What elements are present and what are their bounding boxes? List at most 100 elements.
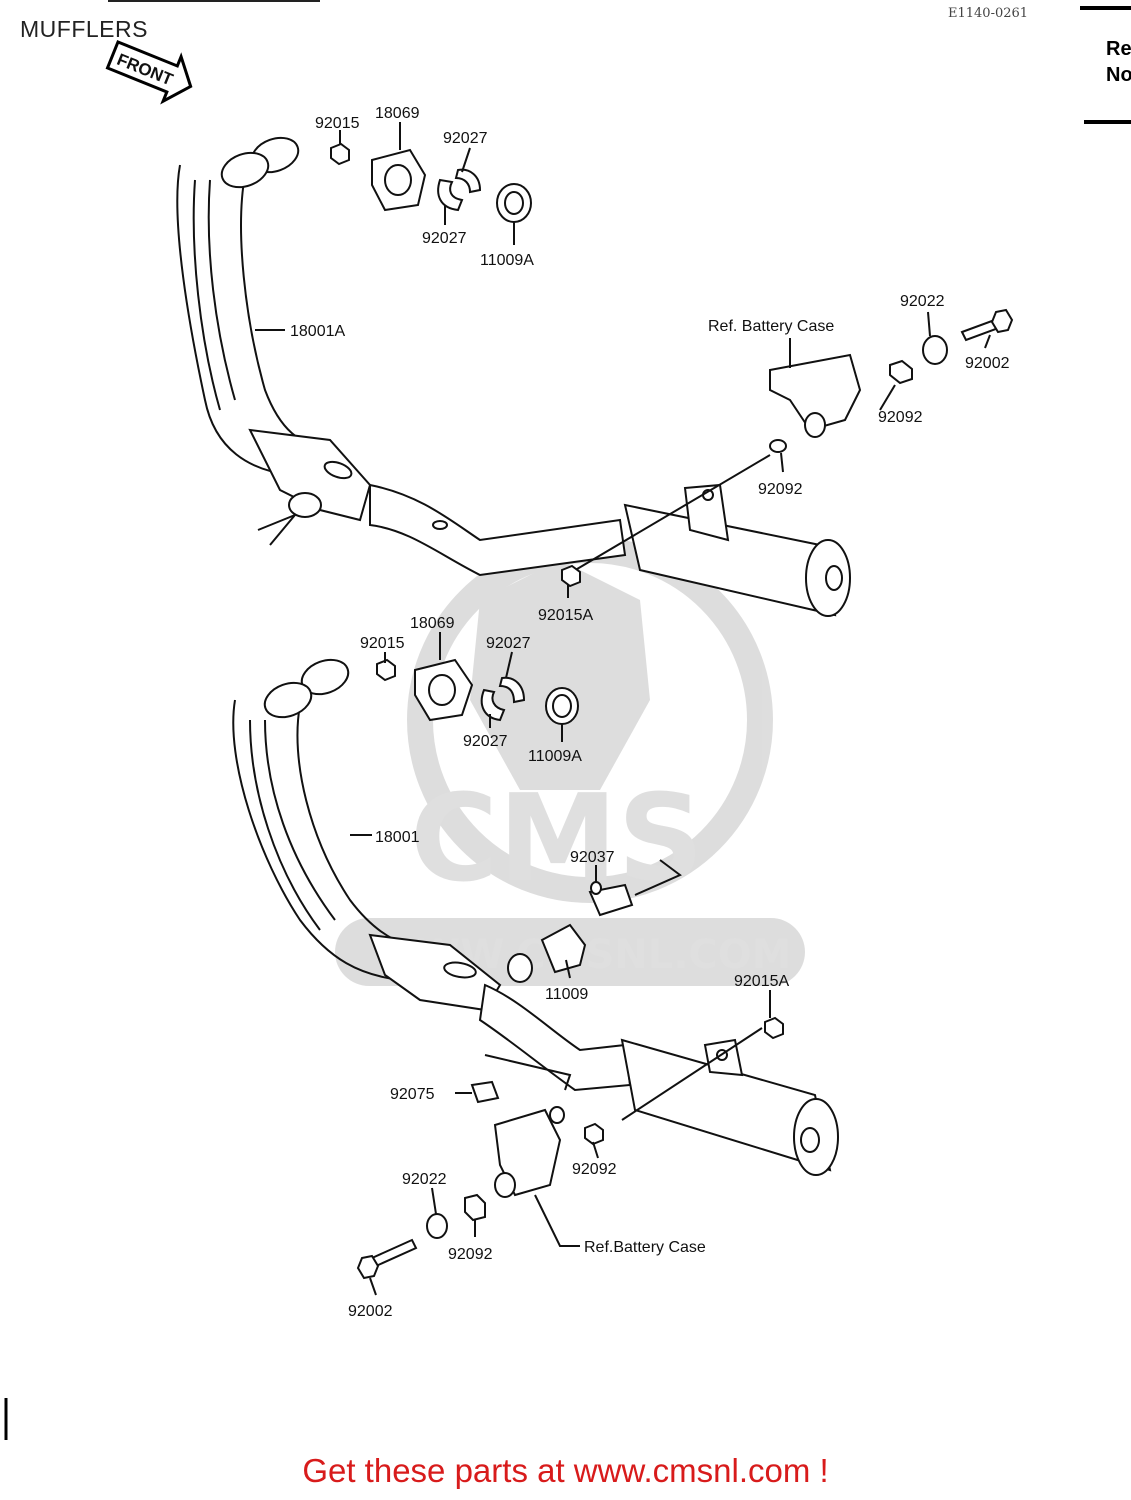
lower-bolt-92002-shank [370, 1238, 418, 1268]
side-note-line-1: Re [1106, 38, 1131, 60]
leader-lower-11009 [565, 959, 571, 979]
lower-washer-92022 [426, 1213, 448, 1239]
lower-bolt-92002-head [356, 1254, 380, 1280]
label-lower-11009: 11009 [545, 986, 588, 1003]
lower-collector-port [507, 953, 533, 983]
upper-split-keeper-2 [454, 168, 482, 194]
lower-collar-92092 [584, 1122, 604, 1146]
leader-lower-92002 [369, 1277, 377, 1296]
label-upper-92022: 92022 [900, 293, 945, 310]
upper-header-pipe-line-a [192, 179, 221, 411]
upper-exhaust-assembly [176, 122, 1014, 617]
label-lower-92015A: 92015A [734, 973, 789, 990]
upper-nut-92015A [561, 564, 581, 588]
label-upper-92015: 92015 [315, 115, 360, 132]
leader-lower-battery [534, 1194, 580, 1247]
watermark-brand: CMS [410, 770, 704, 909]
upper-bolt-92002-head [990, 308, 1014, 334]
label-lower-92027b: 92027 [463, 733, 508, 750]
label-lower-92092b: 92092 [448, 1246, 493, 1263]
lower-bracket-stud [549, 1106, 565, 1124]
lower-nut-92015 [376, 658, 396, 682]
upper-mid-pipe-hole [432, 520, 448, 530]
leader-upper-92092a [879, 384, 896, 411]
upper-washer-92092-lower [769, 439, 787, 453]
leader-upper-92092b [780, 452, 784, 473]
lower-split-keeper-2 [498, 676, 526, 704]
upper-collar-92092 [889, 359, 913, 385]
label-lower-92075: 92075 [390, 1086, 435, 1103]
lower-part-labels: 92015 18069 92027 92027 11009A 18001 920… [348, 615, 789, 1320]
label-lower-92002: 92002 [348, 1303, 393, 1320]
lower-split-keeper-1 [480, 688, 506, 722]
lower-exhaust-assembly [232, 632, 839, 1296]
label-upper-92092a: 92092 [878, 409, 923, 426]
label-lower-battery-case: Ref.Battery Case [584, 1239, 706, 1256]
footer-call-to-action[interactable]: Get these parts at www.cmsnl.com ! [302, 1452, 829, 1489]
upper-collector [248, 428, 372, 522]
leader-upper-stud-line [571, 454, 771, 573]
label-upper-92015A: 92015A [538, 607, 593, 624]
label-upper-18069: 18069 [375, 105, 420, 122]
lower-collector-slot [443, 961, 477, 979]
leader-upper-92027a [461, 147, 471, 173]
upper-part-labels: 92015 18069 92027 92027 11009A 18001A Re… [290, 105, 1010, 624]
lower-bracket-boss [494, 1172, 516, 1198]
lower-header-pipe-line-a [249, 719, 321, 931]
label-lower-92022: 92022 [402, 1171, 447, 1188]
lower-gasket-bore [552, 694, 572, 718]
label-upper-92092b: 92092 [758, 481, 803, 498]
upper-pipe-inlet-2 [220, 151, 270, 189]
upper-nut-92015 [330, 142, 350, 166]
lower-muffler-outlet [800, 1127, 820, 1153]
leader-lower-92092 [592, 1141, 599, 1159]
upper-gasket-bore [504, 191, 524, 215]
label-lower-92015: 92015 [360, 635, 405, 652]
exploded-diagram: CMS WWW.CMSNL.COM FRONT [4, 0, 1131, 1440]
page-title: MUFFLERS [20, 16, 148, 42]
upper-indicator-line [257, 514, 296, 546]
upper-collector-port [288, 492, 322, 518]
front-arrow-icon [105, 40, 193, 105]
lower-header-pipe-outer [232, 699, 431, 986]
lower-collar-92092b [464, 1193, 486, 1222]
leader-lower-92027a [505, 651, 513, 679]
label-upper-battery-case: Ref. Battery Case [708, 318, 834, 335]
label-lower-18001: 18001 [375, 829, 420, 846]
lower-indicator-line [484, 1054, 572, 1091]
upper-muffler-outlet [825, 565, 843, 591]
lower-nut-92015A [764, 1016, 784, 1040]
leader-upper-92002 [984, 334, 991, 349]
upper-header-pipe-outer [176, 164, 331, 481]
label-lower-92092: 92092 [572, 1161, 617, 1178]
upper-washer-92022 [922, 335, 948, 365]
upper-bracket-boss [804, 412, 826, 438]
side-note-line-2: No [1106, 64, 1131, 86]
lower-clamp-indicator [634, 859, 682, 896]
label-upper-92027a: 92027 [443, 130, 488, 147]
lower-clamp-bolt [590, 881, 602, 895]
lower-gasket-11009 [540, 923, 587, 974]
side-note-fragment: Re No [1106, 36, 1131, 88]
leader-lower-92022 [431, 1187, 437, 1215]
label-lower-92037: 92037 [570, 849, 615, 866]
leader-lower-stud-line [621, 1027, 763, 1121]
label-upper-18001A: 18001A [290, 323, 345, 340]
lower-flange-bore [428, 674, 456, 706]
lower-header-pipe-line-b [264, 719, 336, 921]
upper-flange-bore [384, 164, 412, 196]
watermark-helmet [470, 560, 650, 790]
upper-header-pipe-inner [240, 174, 331, 451]
upper-mid-pipe [369, 483, 627, 577]
upper-split-keeper-1 [437, 178, 464, 212]
upper-collector-slot [323, 460, 353, 480]
label-upper-92002: 92002 [965, 355, 1010, 372]
front-direction-marker: FRONT [105, 40, 193, 105]
diagram-reference-code: E1140-0261 [948, 6, 1029, 21]
label-lower-18069: 18069 [410, 615, 455, 632]
upper-battery-case-bracket [769, 353, 862, 432]
label-upper-11009A: 11009A [480, 252, 534, 269]
lower-muffler-body [620, 1038, 832, 1172]
label-lower-92027a: 92027 [486, 635, 531, 652]
